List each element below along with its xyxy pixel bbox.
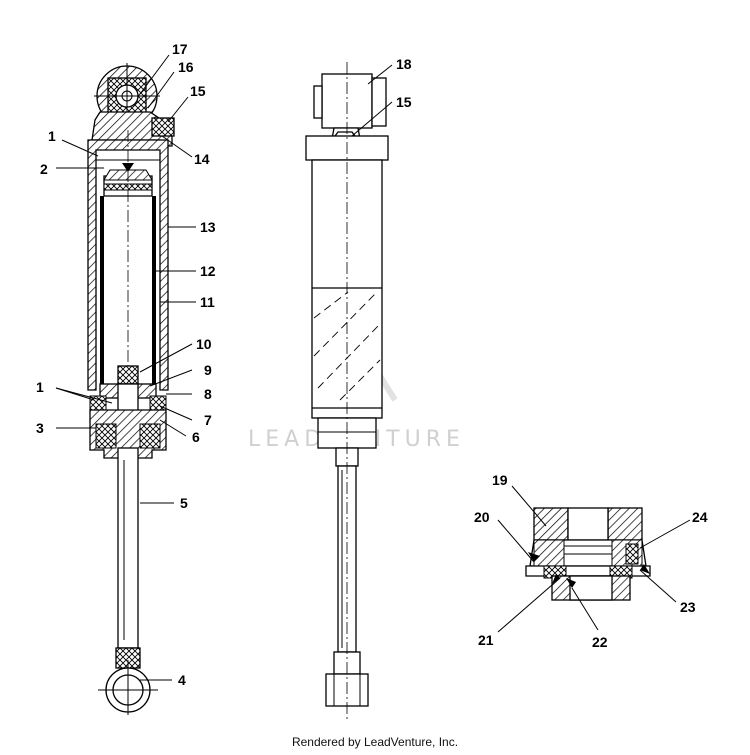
leader-lines bbox=[55, 54, 691, 681]
leader-arrows bbox=[528, 552, 650, 588]
callout-7: 7 bbox=[204, 412, 212, 428]
seal-head-detail bbox=[525, 507, 651, 601]
footer-credit: Rendered by LeadVenture, Inc. bbox=[291, 735, 459, 749]
callout-3: 3 bbox=[36, 420, 44, 436]
callout-5: 5 bbox=[180, 495, 188, 511]
callout-15-section: 15 bbox=[190, 83, 206, 99]
callout-2: 2 bbox=[40, 161, 48, 177]
callout-18: 18 bbox=[396, 56, 412, 72]
shock-external-view bbox=[305, 62, 389, 720]
callout-labels: 1 2 14 17 16 15 13 12 11 10 9 1 8 7 3 6 … bbox=[36, 41, 708, 688]
callout-1-lower: 1 bbox=[36, 379, 44, 395]
callout-9: 9 bbox=[204, 362, 212, 378]
callout-14: 14 bbox=[194, 151, 210, 167]
callout-8: 8 bbox=[204, 386, 212, 402]
callout-13: 13 bbox=[200, 219, 216, 235]
callout-24: 24 bbox=[692, 509, 708, 525]
callout-16: 16 bbox=[178, 59, 194, 75]
callout-19: 19 bbox=[492, 472, 508, 488]
callout-11: 11 bbox=[200, 294, 215, 310]
callout-15-external: 15 bbox=[396, 94, 412, 110]
callout-12: 12 bbox=[200, 263, 216, 279]
shock-cross-section bbox=[87, 63, 175, 715]
callout-6: 6 bbox=[192, 429, 200, 445]
callout-20: 20 bbox=[474, 509, 490, 525]
callout-4: 4 bbox=[178, 672, 186, 688]
callout-1: 1 bbox=[48, 128, 56, 144]
callout-22: 22 bbox=[592, 634, 608, 650]
callout-21: 21 bbox=[478, 632, 494, 648]
callout-10: 10 bbox=[196, 336, 212, 352]
callout-23: 23 bbox=[680, 599, 696, 615]
callout-17: 17 bbox=[172, 41, 188, 57]
